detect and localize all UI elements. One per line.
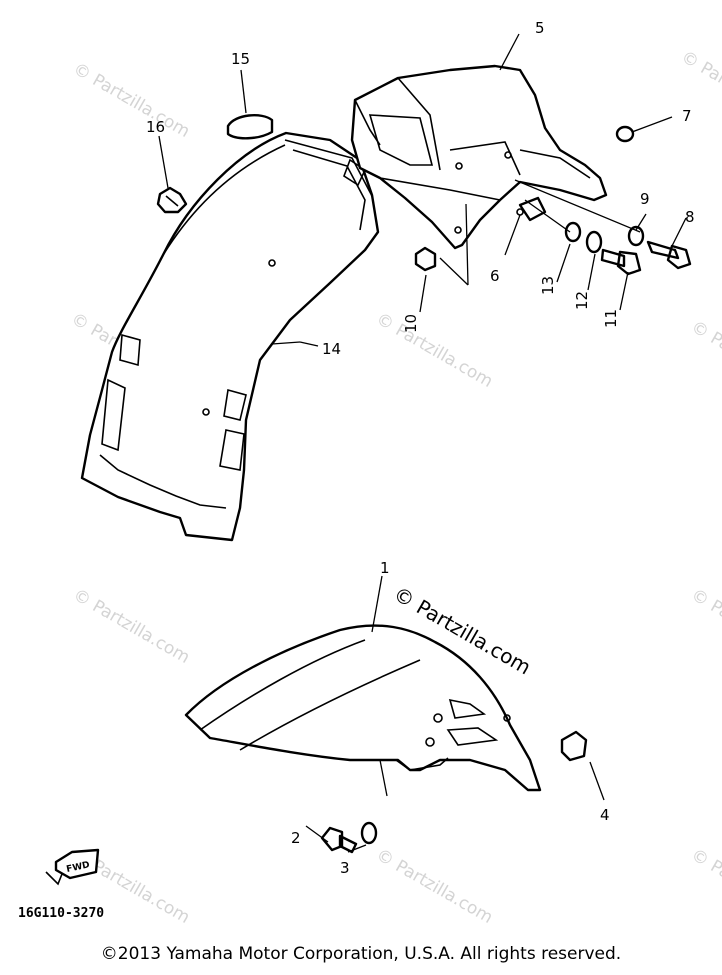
callout-6: 6	[490, 267, 500, 285]
callouts: 1 2 3 4 5 6 7 8 9 10 11 12 13 14 15 16	[146, 19, 695, 877]
watermark: © Partzilla.com	[688, 845, 722, 928]
watermark: © Partzilla.com	[688, 317, 722, 400]
callout-4: 4	[600, 806, 610, 824]
callout-11: 11	[602, 309, 620, 328]
bolt-part-11	[600, 248, 642, 276]
callout-10: 10	[402, 314, 420, 333]
nut-part-10	[414, 246, 437, 272]
callout-8: 8	[685, 208, 695, 226]
fwd-arrow: FWD	[45, 848, 100, 886]
callout-9: 9	[640, 190, 650, 208]
rear-fender	[350, 64, 608, 250]
callout-14: 14	[322, 340, 341, 358]
grommet-part-7	[615, 125, 635, 143]
clip-part-4	[560, 730, 588, 762]
rear-inner-fender	[80, 131, 380, 542]
callout-3: 3	[340, 859, 350, 877]
washer-part-13	[564, 221, 582, 243]
callout-7: 7	[682, 107, 692, 125]
washer-part-3	[360, 821, 378, 845]
bracket-part-6	[518, 196, 547, 222]
callout-5: 5	[535, 19, 545, 37]
bolt-part-8	[646, 240, 692, 270]
hardware-parts	[414, 125, 692, 276]
callout-15: 15	[231, 50, 250, 68]
watermark: © Partzilla.com	[688, 585, 722, 668]
watermark: © Partzilla.com	[70, 59, 194, 142]
washer-part-12	[585, 230, 603, 254]
watermark: © Partzilla.com	[373, 845, 497, 928]
watermark: © Partzilla.com	[70, 585, 194, 668]
callout-13: 13	[539, 276, 557, 295]
front-fender	[184, 624, 542, 792]
callout-2: 2	[291, 829, 301, 847]
leader-lines	[158, 33, 687, 853]
callout-16: 16	[146, 118, 165, 136]
diagram-code: 16G110-3270	[18, 906, 105, 921]
bolt-part-2	[320, 826, 358, 854]
callout-12: 12	[573, 291, 591, 310]
front-hardware	[320, 730, 588, 854]
copyright-notice: ©2013 Yamaha Motor Corporation, U.S.A. A…	[100, 944, 622, 964]
fwd-label: FWD	[66, 860, 91, 875]
clip-nut-part-16	[156, 186, 188, 214]
watermark: © Partzilla.com	[373, 309, 497, 392]
callout-1: 1	[380, 559, 390, 577]
cap-part-15	[226, 114, 274, 140]
